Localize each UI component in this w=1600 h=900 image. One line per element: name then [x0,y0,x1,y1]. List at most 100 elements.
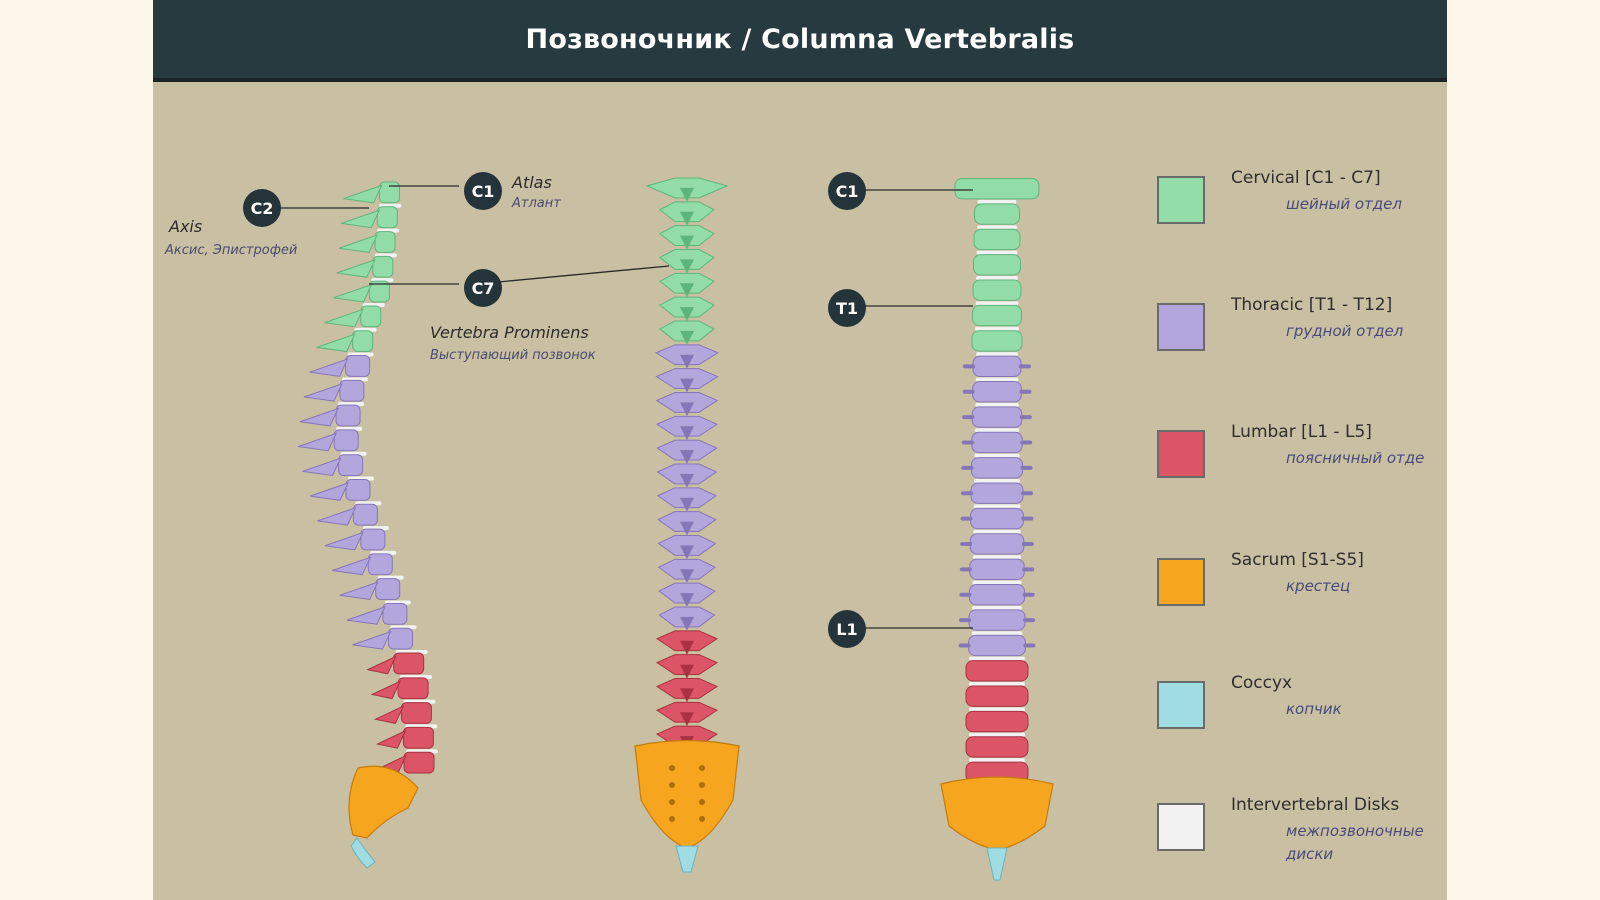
spinous-process-posterior-3 [680,259,694,274]
axis-label-ru: Аксис, Эпистрофей [164,243,297,258]
vertebra-posterior-cervical-6 [659,320,715,342]
spinous-process-posterior-14 [680,521,694,536]
vertebra-anterior-thoracic-18 [968,634,1026,657]
vertebra-lateral-lumbar-20 [397,677,429,700]
vertebra-lateral-cervical-2 [374,231,396,253]
marker-l1-label: L1 [836,620,857,639]
spinous-process-lateral-16 [339,581,379,601]
spinous-process-lateral-17 [346,606,386,625]
disk-anterior-10 [974,428,1020,433]
marker-c7-label: C7 [472,279,495,298]
legend-swatch-disks [1157,803,1205,851]
slide: Позвоночник / Columna Vertebralis C1 C2 … [153,0,1447,900]
vertebra-posterior-cervical-3 [659,249,715,270]
legend-label-ru-lumbar: поясничный отде [1286,449,1425,467]
marker-l1-circle [828,610,866,648]
vertebra-lateral-cervical-6 [352,330,374,353]
disk-anterior-8 [975,377,1019,382]
marker-t1-label: T1 [836,299,858,318]
marker-c2-circle [243,189,281,227]
spinous-process-lateral-1 [341,209,381,229]
spinous-process-lateral-13 [317,506,357,526]
spinous-process-posterior-21 [680,688,694,703]
vertebra-anterior-thoracic-7 [972,355,1022,377]
legend-item-thoracic: Thoracic [T1 - T12]грудной отдел [1157,295,1447,363]
vertebra-lateral-lumbar-19 [393,652,425,675]
vertebra-lateral-cervical-4 [368,280,390,303]
vertebra-anterior-thoracic-13 [970,507,1024,530]
vertebra-posterior-thoracic-12 [656,463,718,485]
vertebra-prominens-label: Vertebra Prominens [430,323,589,342]
vertebra-lateral-cervical-0 [379,181,401,204]
axis-label: Axis [168,217,202,236]
disk-anterior-23 [969,758,1025,763]
disk-anterior-19 [969,656,1025,661]
spinous-process-posterior-12 [680,473,694,488]
vertebra-lateral-thoracic-15 [367,553,393,576]
sacrum-lateral [348,765,419,839]
sacral-foramen-posterior-left-2 [669,799,675,805]
vertebra-posterior-thoracic-15 [657,535,717,556]
spinous-process-posterior-15 [680,545,694,560]
disk-anterior-17 [972,605,1022,610]
coccyx-lateral [350,837,376,869]
legend-item-cervical: Cervical [C1 - C7]шейный отдел [1157,168,1447,236]
sacral-foramen-posterior-left-3 [669,816,675,822]
spinous-process-posterior-9 [680,402,694,417]
vertebra-anterior-thoracic-16 [968,584,1026,606]
marker-c1-left-label: C1 [472,182,495,201]
spinous-process-posterior-7 [680,354,694,369]
spinous-process-lateral-15 [332,556,372,576]
disk-anterior-12 [974,479,1020,483]
spine-lateral-view [297,181,438,869]
vertebra-lateral-thoracic-14 [360,528,386,551]
spinous-process-lateral-11 [302,457,342,477]
legend-swatch-lumbar [1157,430,1205,478]
vertebra-prominens-label-ru: Выступающий позвонок [430,348,596,363]
marker-c1-right-circle [828,172,866,210]
spinous-process-lateral-20 [370,680,402,700]
disk-anterior-1 [977,199,1017,204]
vertebra-posterior-thoracic-18 [658,606,716,628]
spinous-process-lateral-10 [297,432,338,452]
spinous-process-posterior-18 [680,616,694,631]
vertebra-lateral-thoracic-11 [338,454,364,477]
spinous-process-posterior-19 [680,640,694,655]
vertebra-lateral-thoracic-18 [388,627,414,650]
marker-t1-circle [828,289,866,327]
atlas-label: Atlas [511,173,552,192]
spinous-process-lateral-9 [299,407,339,427]
vertebra-lateral-thoracic-17 [382,602,408,625]
marker-c1-left-circle [464,172,502,210]
spinous-process-lateral-6 [316,333,356,353]
spinous-process-posterior-6 [680,330,694,345]
vertebra-anterior-lumbar-20 [965,685,1029,707]
vertebra-anterior-lumbar-19 [965,660,1029,682]
vertebra-anterior-thoracic-15 [969,558,1025,580]
marker-t1: T1 [828,289,866,327]
legend-swatch-sacrum [1157,558,1205,606]
disk-anterior-13 [973,504,1021,509]
spinous-process-lateral-21 [373,705,405,724]
disk-anterior-4 [976,276,1018,280]
legend-swatch-thoracic [1157,303,1205,351]
disk-anterior-9 [975,402,1019,407]
spinous-process-posterior-8 [680,378,694,393]
spine-posterior-view [634,177,740,873]
marker-c7: C7 [464,269,502,307]
disk-anterior-20 [969,682,1025,686]
legend-label-thoracic: Thoracic [T1 - T12] [1231,295,1393,315]
vertebra-anterior-thoracic-9 [971,406,1023,428]
disk-anterior-7 [976,352,1018,357]
vertebra-anterior-thoracic-14 [969,533,1025,555]
spinous-process-posterior-11 [680,450,694,464]
spine-illustration: C1 C2 C7 C1 T1 L1 Atlas Атлант Axis Акси… [164,172,1054,881]
spinous-process-lateral-4 [333,283,373,303]
vertebra-anterior-lumbar-22 [965,736,1029,758]
vertebra-anterior-lumbar-21 [965,710,1029,733]
vertebra-lateral-lumbar-22 [402,726,434,749]
sacral-foramen-posterior-right-1 [699,782,705,788]
spinous-process-posterior-5 [680,307,694,321]
